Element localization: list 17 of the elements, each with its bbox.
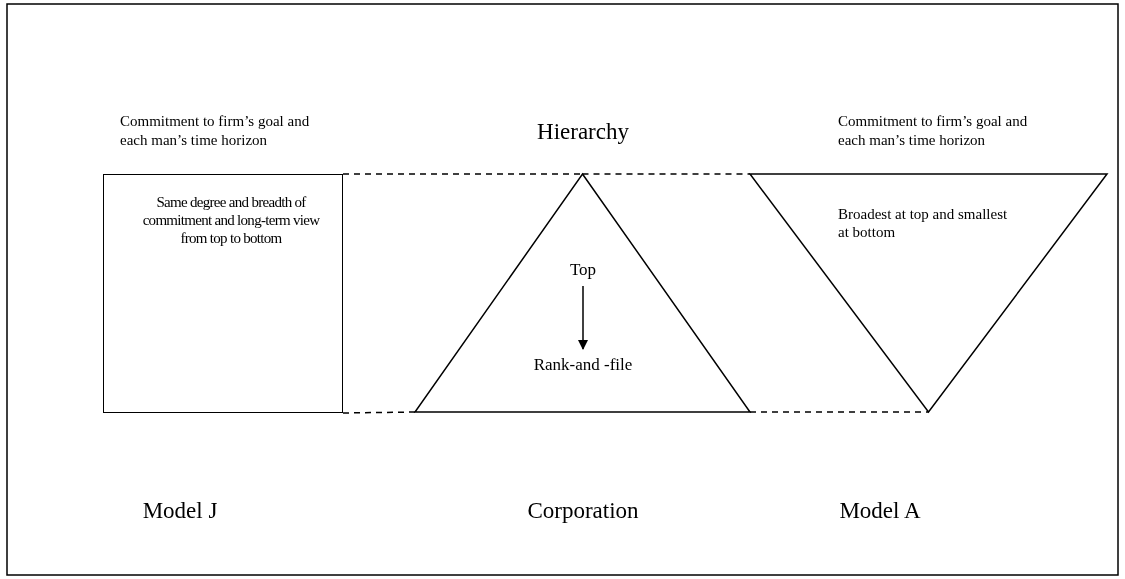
triangle-shape [415,174,750,412]
shape-caption: Corporation [526,497,640,525]
dashed-line [581,173,751,175]
shape-text: Broadest at top and smallest at bottom [838,205,1008,241]
node-text: Top [543,258,623,282]
heading-note: Commitment to firm’s goal and each man’s time horizon [838,112,1029,150]
dashed-line [342,411,416,414]
shape-caption: Model J [141,497,219,525]
shape-text: Same degree and breadth of commitment and long-term view from top to bottom [141,193,321,247]
arrow [578,285,588,350]
shape-caption: Model A [838,497,922,525]
shape-caption: Hierarchy [536,118,630,146]
dashed-line [749,411,930,413]
node-text: Rank-and -file [503,353,663,377]
inverted-triangle-shape [750,174,1107,412]
square-shape [103,174,343,413]
heading-note: Commitment to firm’s goal and each man’s time horizon [120,112,311,150]
